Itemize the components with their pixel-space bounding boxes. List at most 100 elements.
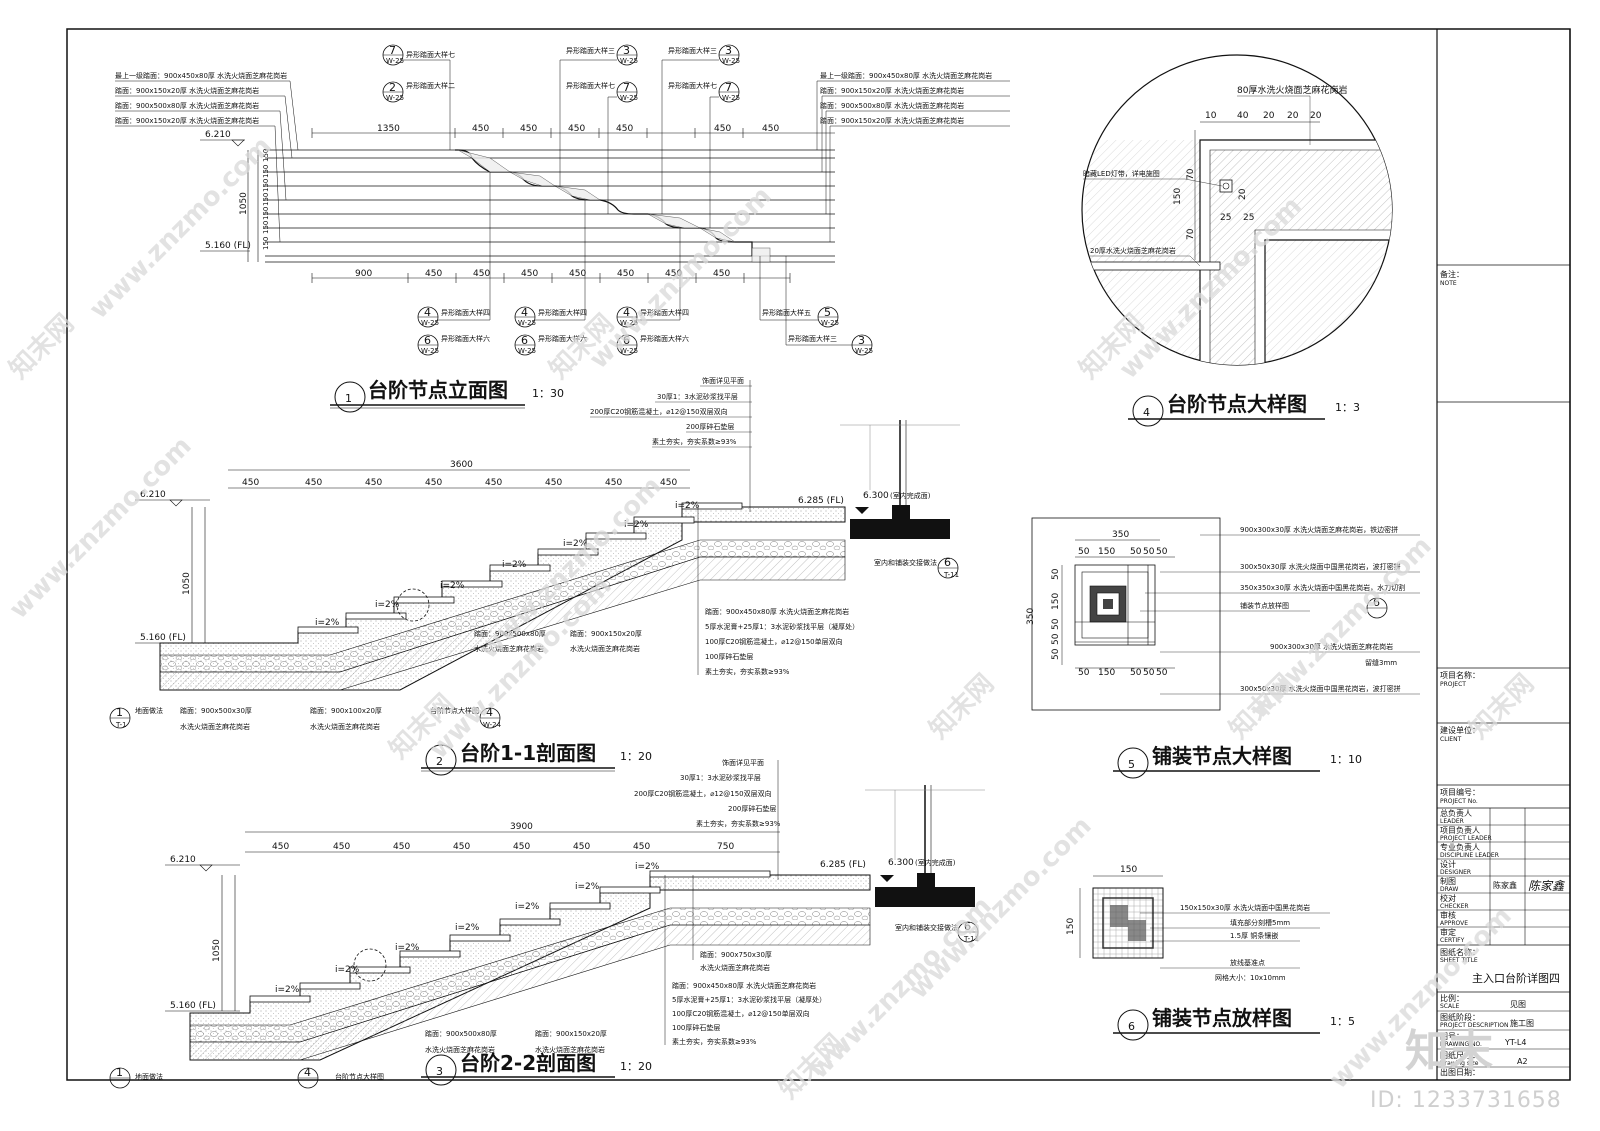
s22-slope-4: i=2%	[515, 902, 540, 912]
d5-label-6: 300x50x30厚 水洗火烧面中国黑花岗岩，波打密拼	[1240, 684, 1401, 693]
s22-top-layer-3: 200厚碎石垫层	[728, 804, 776, 813]
elev-callout-top-1: 2 W-25 异形踏面大样二	[382, 81, 455, 103]
s11-slope-2: i=2%	[440, 581, 465, 591]
detail-5-drawing: 350 50 150 50 50 50 50 150 50 50 50 350 …	[1026, 517, 1420, 779]
svg-text:W-25: W-25	[386, 94, 404, 102]
svg-text:4: 4	[304, 1066, 311, 1079]
tb-client-en: CLIENT	[1440, 736, 1462, 743]
elev-bot-dim-7: 450	[713, 269, 730, 279]
s22-right-layer-5: 100厚碎石垫层	[672, 1023, 720, 1032]
s22-slope-3: i=2%	[455, 923, 480, 933]
svg-text:异形踏面大样二: 异形踏面大样二	[406, 81, 455, 90]
wm-site-1: www.znzmo.com	[4, 431, 198, 625]
elev-callout-top-5: 7 W-25 异形踏面大样七	[668, 81, 740, 228]
s22-total-dim: 3900	[510, 822, 533, 832]
svg-text:4: 4	[623, 306, 630, 319]
s22-level-right2-note: (室内完成面)	[915, 858, 956, 867]
wm-brand-7: 知末网	[1464, 669, 1540, 745]
svg-text:W-25: W-25	[722, 94, 740, 102]
section-2-2-drawing: 3900 450 450 450 450 450 450 450 750 6.2…	[109, 758, 985, 1089]
elev-callout-bot-1: 6 W-25 异形踏面大样六	[417, 334, 490, 356]
tb-no-en: DRAWING NO.	[1440, 1041, 1482, 1048]
s22-note-detail: 台阶节点大样图	[335, 1072, 384, 1081]
d4-dim-small-0: 25	[1220, 213, 1231, 223]
svg-text:2: 2	[436, 755, 443, 768]
svg-text:异形踏面大样六: 异形踏面大样六	[441, 334, 490, 343]
s11-top-layer-3: 200厚碎石垫层	[686, 422, 734, 431]
svg-text:3: 3	[436, 1065, 443, 1078]
d5-label-1: 300x50x30厚 水洗火烧面中国黑花岗岩，波打密拼	[1240, 562, 1401, 571]
elev-label-right-3: 踏面：900x150x20厚 水洗火烧面芝麻花岗岩	[820, 116, 964, 125]
s11-note-indoor: 室内和铺装交接做法	[874, 558, 937, 567]
tb-project-en: PROJECT	[1440, 681, 1466, 688]
s22-level-right2: 6.300	[888, 858, 914, 868]
svg-text:7: 7	[725, 81, 732, 94]
tb-size-val: A2	[1517, 1057, 1528, 1066]
s11-note-bottom1b: 水洗火烧面芝麻花岗岩	[180, 722, 250, 731]
elev-callout-bot-2: 4 W-25 异形踏面大样四	[514, 200, 587, 328]
elev-bot-dim-1: 450	[425, 269, 442, 279]
d5-label-3: 铺装节点放样图	[1240, 601, 1289, 610]
detail-4-drawing: 80厚水洗火烧面芝麻花岗岩 10 40 20 20 20 暗藏LED灯带，详电施…	[1081, 54, 1393, 427]
tb-sheet-title-cn: 图纸名称：	[1440, 947, 1480, 957]
tb-row-2-en: DISCIPLINE LEADER	[1440, 852, 1499, 859]
svg-text:6: 6	[1128, 1020, 1135, 1033]
elev-label-right-2: 踏面：900x500x80厚 水洗火烧面芝麻花岗岩	[820, 101, 964, 110]
svg-text:4: 4	[424, 306, 431, 319]
s22-slope-1: i=2%	[335, 965, 360, 975]
s11-note-tread1b: 水洗火烧面芝麻花岗岩	[474, 644, 544, 653]
d5-dim-bot-3: 50	[1143, 668, 1155, 678]
svg-text:6: 6	[944, 556, 951, 569]
s22-level-bottom: 5.160 (FL)	[170, 1001, 216, 1011]
svg-text:异形踏面大样七: 异形踏面大样七	[406, 50, 455, 59]
tb-scale-val: 见图	[1510, 1000, 1526, 1009]
tb-row-0-en: LEADER	[1440, 818, 1464, 825]
s22-dim-0: 450	[272, 842, 289, 852]
elev-top-dim-3: 450	[568, 124, 585, 134]
s11-dim-1: 450	[305, 478, 322, 488]
d5-label-5: 留缝3mm	[1365, 658, 1397, 667]
wm-site-6: www.znzmo.com	[904, 811, 1098, 1005]
svg-text:W-25: W-25	[620, 347, 638, 355]
svg-text:W-25: W-25	[421, 319, 439, 327]
s22-note-tread2: 踏面：900x150x20厚	[535, 1029, 607, 1038]
elev-riser-6: 150	[262, 237, 270, 250]
svg-text:异形踏面大样五: 异形踏面大样五	[762, 308, 811, 317]
svg-text:W-25: W-25	[722, 57, 740, 65]
svg-text:3: 3	[623, 44, 630, 57]
id-watermark: ID: 1233731658	[1370, 1088, 1562, 1113]
elev-callout-bot-5: 6 W-25 异形踏面大样六	[616, 334, 689, 356]
tb-projno-en: PROJECT No.	[1440, 798, 1478, 805]
elev-top-dim-5: 450	[714, 124, 731, 134]
elev-bot-dim-5: 450	[617, 269, 634, 279]
s11-dim-4: 450	[485, 478, 502, 488]
tb-row-6-en: APPROVE	[1440, 920, 1468, 927]
d6-label-3: 放线基准点	[1230, 958, 1265, 967]
s11-slope-6: i=2%	[675, 501, 700, 511]
svg-text:2: 2	[389, 81, 396, 94]
s22-note-tread2b: 水洗火烧面芝麻花岗岩	[535, 1045, 605, 1054]
tb-row-3-en: DESIGNER	[1440, 869, 1471, 876]
s11-note-tread1: 踏面：900x500x80厚	[474, 629, 546, 638]
s22-callout-indoor: 6T-11	[957, 920, 979, 943]
d5-callout: 6	[1366, 596, 1388, 619]
wm-brand-0: 知末网	[4, 309, 80, 385]
s11-note-bottom1: 踏面：900x500x30厚	[180, 706, 252, 715]
s11-right-layer-0: 踏面：900x450x80厚 水洗火烧面芝麻花岗岩	[705, 607, 849, 616]
s22-right-layer-4: 100厚C20钢筋混凝土，⌀12@150单层双向	[672, 1009, 810, 1018]
s22-note-indoor: 室内和铺装交接做法	[895, 923, 958, 932]
s22-note-ground: 地面做法	[135, 1072, 163, 1081]
s11-slope-5: i=2%	[624, 520, 649, 530]
s22-slope-6: i=2%	[635, 862, 660, 872]
s11-note-detail: 台阶节点大样图	[430, 706, 479, 715]
svg-text:6: 6	[521, 334, 528, 347]
svg-text:铺装节点放样图: 铺装节点放样图	[1152, 1006, 1292, 1030]
s22-dim-1: 450	[333, 842, 350, 852]
d5-dim-top-0: 50	[1078, 547, 1090, 557]
svg-text:异形踏面大样七: 异形踏面大样七	[566, 81, 615, 90]
elev-callout-top-2: 3 W-25 异形踏面大样三	[559, 44, 638, 186]
tb-scale-en: SCALE	[1440, 1003, 1459, 1010]
tb-size-cn: 图纸尺寸：	[1440, 1050, 1480, 1060]
svg-text:异形踏面大样三: 异形踏面大样三	[788, 334, 837, 343]
